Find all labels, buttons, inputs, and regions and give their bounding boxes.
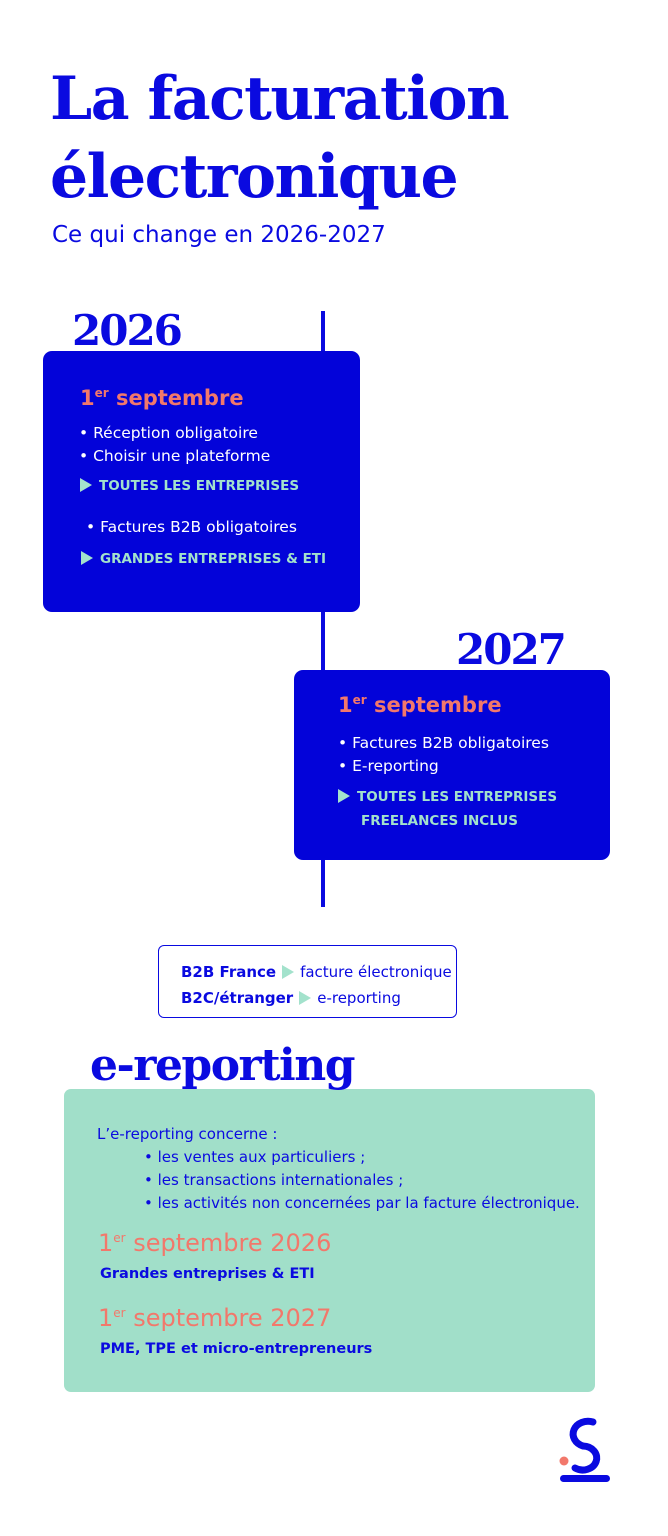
date-num: 1 [80, 386, 95, 410]
triangle-icon [299, 991, 312, 1005]
list-item: • les ventes aux particuliers ; [144, 1148, 366, 1166]
date-sup: er [113, 1306, 126, 1320]
bullet-text: Factures B2B obligatoires [352, 734, 549, 752]
date-num: 1 [338, 693, 353, 717]
bullet-text: Choisir une plateforme [93, 447, 271, 465]
triangle-icon [282, 965, 295, 979]
who-2026: Grandes entreprises & ETI [100, 1266, 315, 1282]
triangle-icon [81, 551, 93, 565]
list-item: • les transactions internationales ; [144, 1171, 404, 1189]
ereporting-title: e-reporting [90, 1040, 356, 1091]
target-text-2: FREELANCES INCLUS [361, 813, 518, 829]
bullet: • Réception obligatoire [79, 424, 258, 442]
bullets-2026: • Réception obligatoire • Choisir une pl… [79, 422, 270, 468]
who-2027: PME, TPE et micro-entrepreneurs [100, 1341, 373, 1357]
target-text: TOUTES LES ENTREPRISES [357, 789, 558, 805]
list-item: • les activités non concernées par la fa… [144, 1194, 580, 1212]
target-2026-2: GRANDES ENTREPRISES & ETI [81, 547, 326, 571]
date-text: septembre [108, 386, 244, 410]
bullet-text: Réception obligatoire [93, 424, 258, 442]
triangle-icon [338, 789, 350, 803]
brand-logo-icon [559, 1417, 610, 1482]
bullet-text: E-reporting [352, 757, 439, 775]
year-2026: 2026 [72, 306, 183, 355]
target-text: GRANDES ENTREPRISES & ETI [100, 551, 327, 567]
bullet: • Factures B2B obligatoires [338, 734, 549, 752]
legend-key: B2B France [181, 963, 277, 981]
legend-key: B2C/étranger [181, 989, 294, 1007]
legend-box: B2B France facture électronique B2C/étran… [158, 945, 457, 1018]
title-line-1: La facturation [50, 64, 510, 134]
bullet: • Factures B2B obligatoires [86, 518, 297, 536]
title-line-2: électronique [50, 142, 459, 212]
year-2027: 2027 [456, 625, 567, 674]
bullet: • E-reporting [338, 757, 439, 775]
ereporting-list: • les ventes aux particuliers ; • les tr… [97, 1146, 580, 1215]
target-2026-1: TOUTES LES ENTREPRISES [80, 474, 299, 498]
date-2026: 1er septembre [80, 386, 244, 410]
page-title: La facturation électronique [50, 60, 510, 216]
card-2026: 1er septembre • Réception obligatoire • … [43, 351, 360, 612]
date-2027: 1er septembre [338, 693, 502, 717]
legend-row: B2B France facture électronique [181, 959, 456, 985]
date-num: 1 [98, 1304, 114, 1332]
date-sup: er [94, 386, 109, 400]
date-text: septembre [366, 693, 502, 717]
bullets-2027: • Factures B2B obligatoires • E-reportin… [338, 732, 549, 778]
date-text: septembre 2027 [125, 1304, 332, 1332]
date-num: 1 [98, 1229, 114, 1257]
legend-row: B2C/étranger e-reporting [181, 985, 456, 1011]
target-text: TOUTES LES ENTREPRISES [99, 478, 300, 494]
subtitle: Ce qui change en 2026-2027 [52, 222, 386, 248]
target-2027: TOUTES LES ENTREPRISES FREELANCES INCLUS [338, 785, 557, 833]
legend-value: e-reporting [317, 989, 401, 1007]
card-2027: 1er septembre • Factures B2B obligatoire… [294, 670, 610, 860]
legend-value: facture électronique [300, 963, 452, 981]
date-text: septembre 2026 [125, 1229, 332, 1257]
intro-text: L’e-reporting concerne : [97, 1125, 278, 1143]
item-text: les transactions internationales ; [157, 1171, 404, 1189]
date-er-2027: 1er septembre 2027 [98, 1304, 331, 1332]
bullet-text: Factures B2B obligatoires [100, 518, 297, 536]
date-er-2026: 1er septembre 2026 [98, 1229, 331, 1257]
bullet: • Choisir une plateforme [79, 447, 271, 465]
ereporting-intro: L’e-reporting concerne : • les ventes au… [97, 1123, 580, 1215]
triangle-icon [80, 478, 92, 492]
ereporting-card: L’e-reporting concerne : • les ventes au… [64, 1089, 595, 1392]
date-sup: er [352, 693, 367, 707]
item-text: les ventes aux particuliers ; [157, 1148, 366, 1166]
date-sup: er [113, 1231, 126, 1245]
item-text: les activités non concernées par la fact… [157, 1194, 580, 1212]
